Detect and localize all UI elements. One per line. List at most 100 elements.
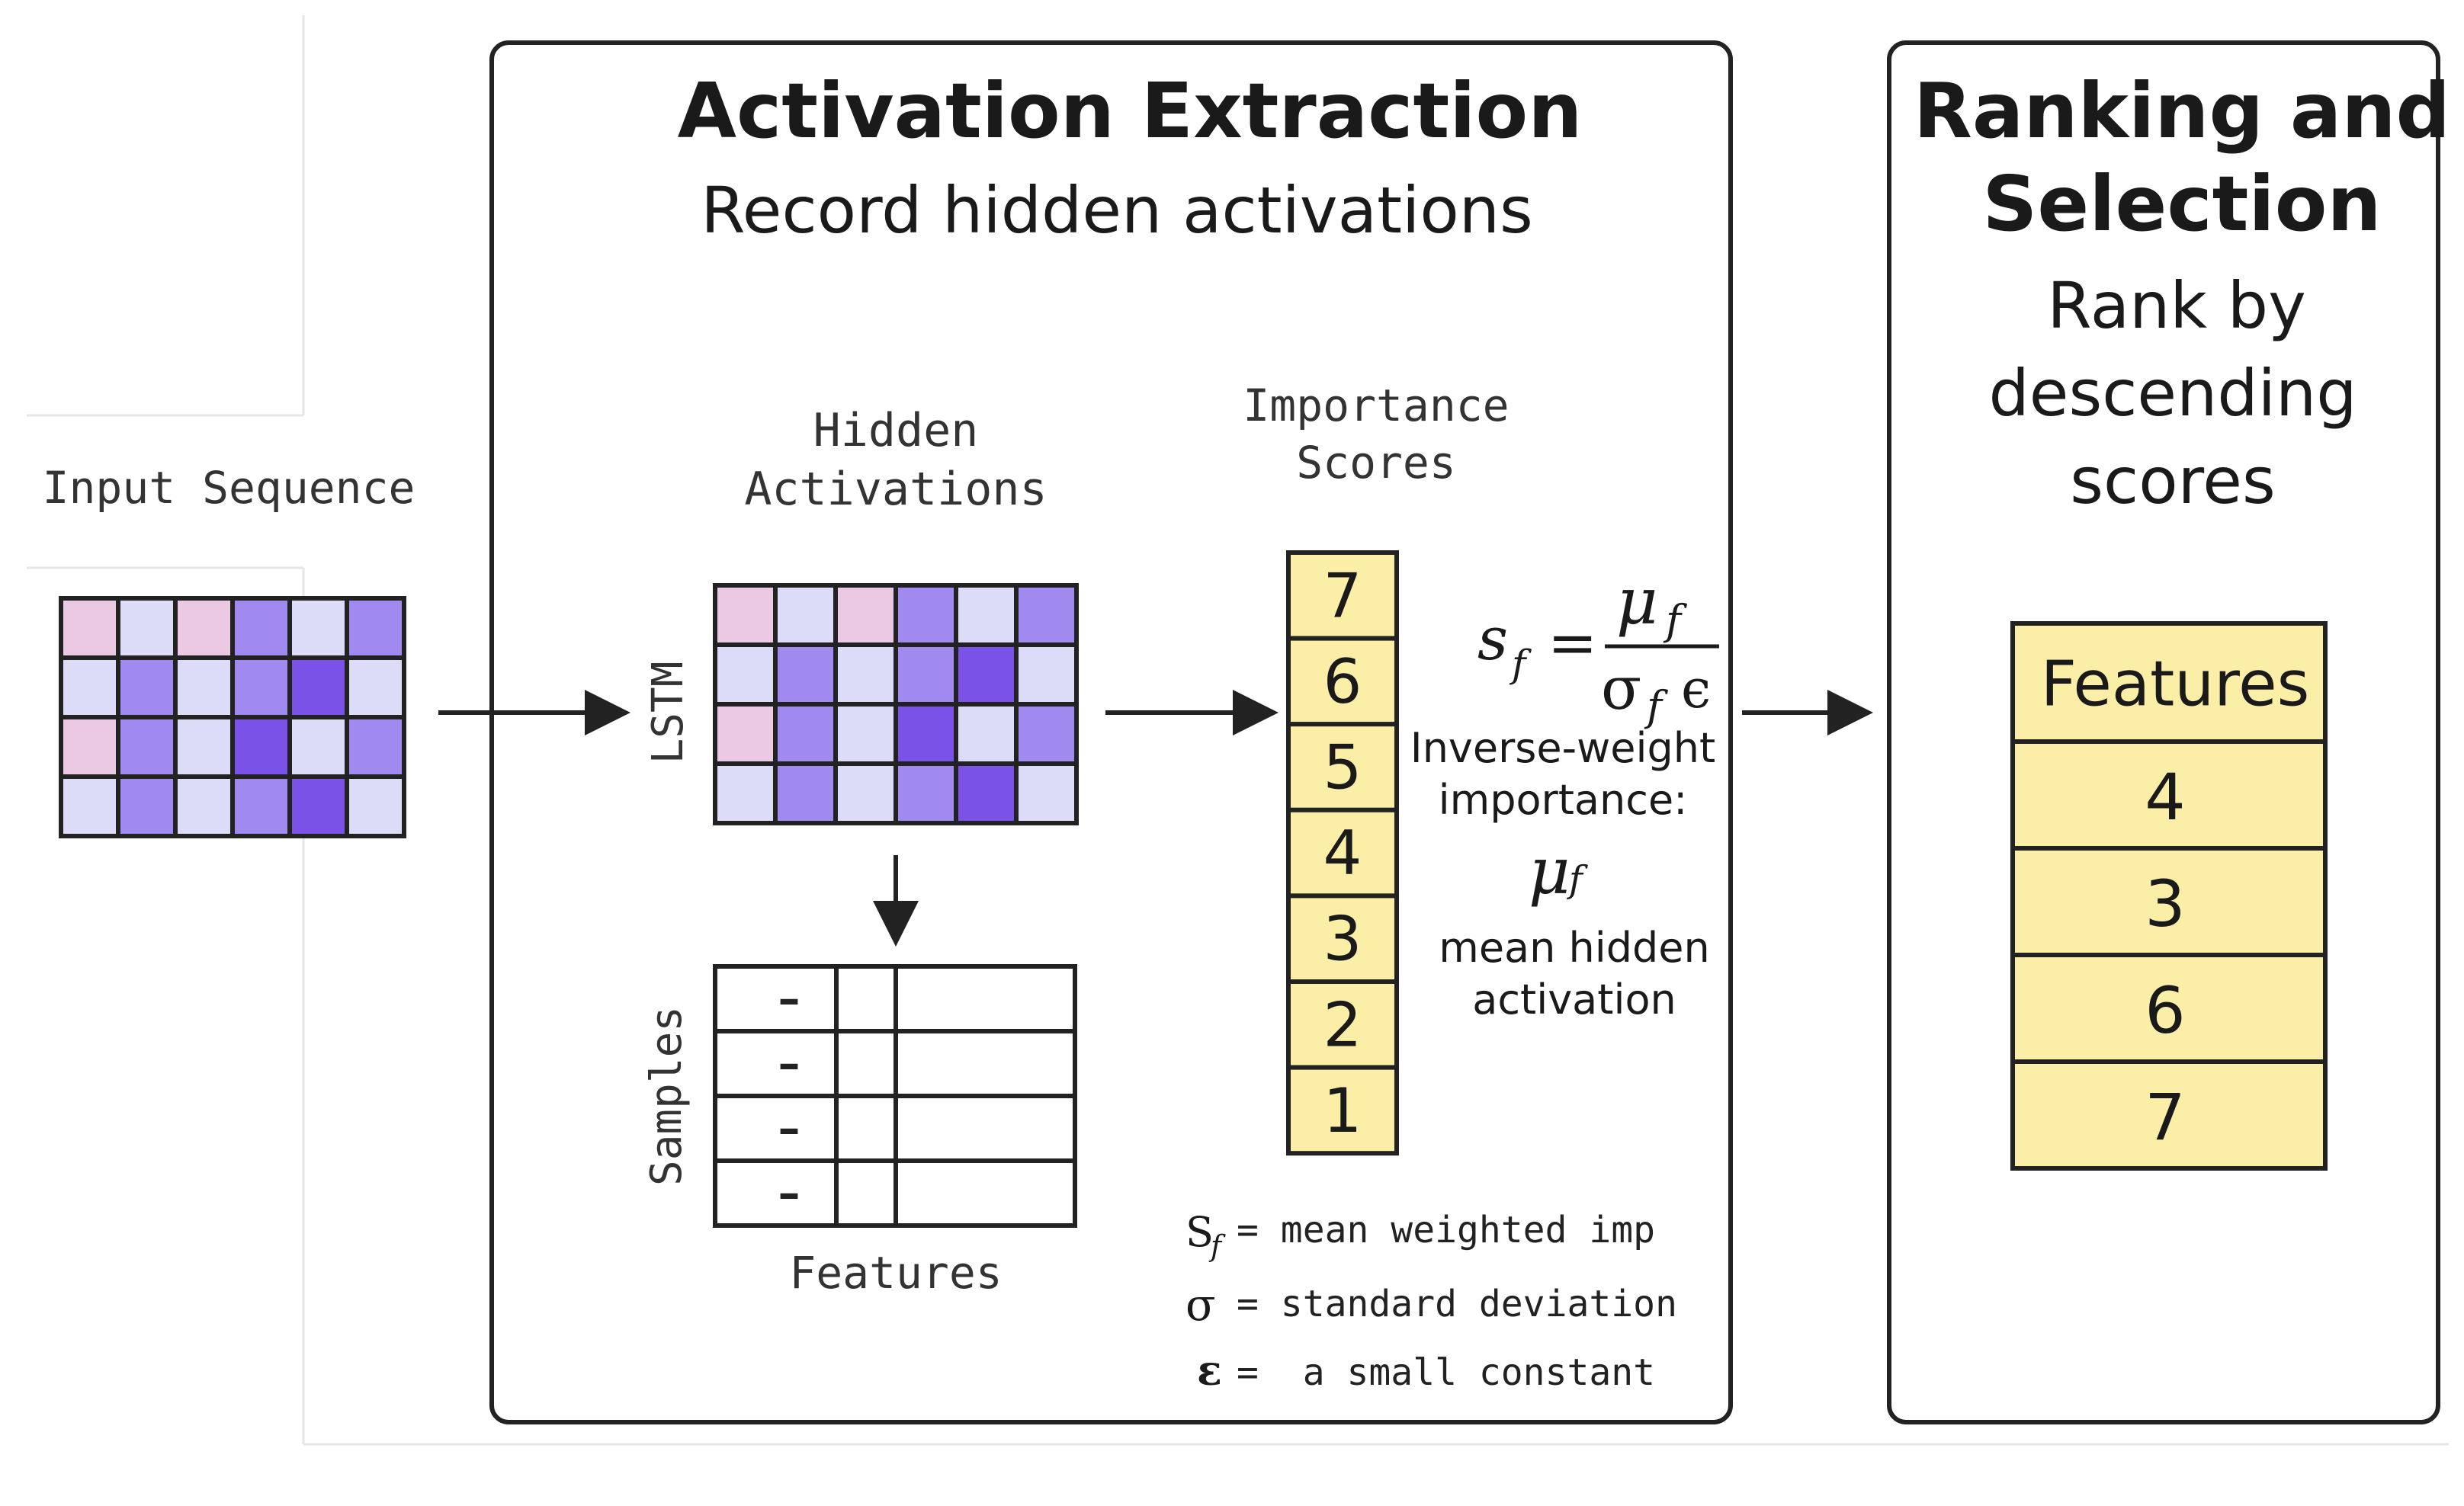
mean-hidden-line2: activation: [1472, 976, 1676, 1024]
hidden-grid-cell: [713, 702, 778, 766]
score-value: 3: [1323, 904, 1362, 975]
ranking-row-cell: [2010, 846, 2328, 957]
input-grid-cell: [345, 596, 406, 660]
score-cell: [1286, 722, 1399, 812]
hidden-grid-cell: [713, 583, 778, 647]
ranking-sub-line1: Rank by: [2047, 268, 2306, 343]
legend-symbol-s: S: [1185, 1208, 1214, 1256]
table-cell-mark: –: [778, 1167, 800, 1219]
hidden-grid-cell: [773, 761, 838, 825]
input-grid-cell: [173, 774, 235, 838]
features-axis-label: Features: [789, 1247, 1002, 1299]
importance-formula: s f = μ f σ f ϵ: [1477, 564, 1719, 730]
hidden-grid-cell: [833, 702, 898, 766]
panel-subtitle: Record hidden activations: [701, 173, 1533, 248]
symbol-legend: S f = mean weighted imp σ = standard dev…: [1185, 1208, 1677, 1395]
table-cell-mark: –: [778, 1102, 800, 1154]
ranking-row-value: 3: [2145, 867, 2185, 941]
input-grid-cell: [345, 655, 406, 719]
hidden-grid-cell: [1014, 642, 1079, 707]
hidden-grid-cell: [894, 761, 958, 825]
legend-symbol-s-sub: f: [1208, 1229, 1226, 1263]
input-sequence-grid: [59, 596, 406, 838]
input-grid-cell: [230, 774, 292, 838]
input-grid-cell: [59, 774, 120, 838]
hidden-grid-cell: [894, 642, 958, 707]
score-cell: [1286, 1065, 1399, 1156]
score-value: 4: [1323, 818, 1362, 889]
input-grid-cell: [230, 596, 292, 660]
input-grid-cell: [287, 596, 349, 660]
hidden-grid-cell: [773, 583, 838, 647]
scores-label-line1: Importance: [1243, 380, 1509, 431]
formula-numerator-sub: f: [1663, 596, 1687, 644]
hidden-activations-grid: [713, 583, 1079, 825]
hidden-grid-cell: [954, 702, 1019, 766]
hidden-grid-cell: [894, 702, 958, 766]
hidden-grid-cell: [1014, 761, 1079, 825]
hidden-label-line2: Activations: [744, 463, 1047, 516]
scores-label-line2: Scores: [1296, 437, 1456, 489]
score-value: 1: [1323, 1075, 1362, 1146]
formula-denominator-sub: f: [1644, 682, 1668, 730]
formula-denominator: σ: [1601, 655, 1641, 723]
ranking-header-label: Features: [2041, 649, 2310, 721]
hidden-grid-cell: [954, 583, 1019, 647]
score-value: 2: [1323, 989, 1362, 1060]
input-grid-cell: [116, 596, 178, 660]
hidden-grid-cell: [773, 642, 838, 707]
formula-lhs-sub: f: [1509, 642, 1532, 686]
mu-symbol: μ: [1529, 834, 1570, 908]
input-grid-cell: [116, 655, 178, 719]
hidden-grid-cell: [833, 642, 898, 707]
formula-lhs: s: [1477, 605, 1508, 674]
input-grid-cell: [116, 715, 178, 779]
panel-title-activation-extraction: Activation Extraction: [678, 66, 1583, 155]
hidden-grid-cell: [894, 583, 958, 647]
input-grid-cell: [173, 715, 235, 779]
score-value: 5: [1323, 732, 1362, 803]
ranking-row-cell: [2010, 739, 2328, 851]
hidden-grid-cell: [1014, 702, 1079, 766]
score-cell: [1286, 807, 1399, 899]
ranking-selection-panel: [1887, 40, 2440, 1424]
inverse-weight-line1: Inverse-weight: [1410, 724, 1715, 772]
input-grid-cell: [287, 774, 349, 838]
formula-epsilon: ϵ: [1681, 658, 1711, 720]
ranking-title-line2: Selection: [1982, 159, 2381, 248]
lstm-label: LSTM: [643, 662, 693, 764]
input-grid-cell: [59, 715, 120, 779]
hidden-grid-cell: [954, 642, 1019, 707]
hidden-grid-cell: [1014, 583, 1079, 647]
input-grid-cell: [287, 655, 349, 719]
ranking-sub-line3: scores: [2070, 444, 2275, 518]
ranking-row-cell: [2010, 1059, 2328, 1171]
ranking-sub-line2: descending: [1988, 356, 2357, 431]
legend-text-sigma: = standard deviation: [1237, 1283, 1677, 1325]
table-cell-mark: –: [778, 1037, 800, 1089]
legend-symbol-sigma: σ: [1185, 1279, 1216, 1331]
formula-numerator: μ: [1616, 564, 1658, 639]
hidden-label-line1: Hidden: [813, 404, 979, 457]
legend-text-epsilon: = a small constant: [1237, 1351, 1655, 1394]
mean-hidden-line1: mean hidden: [1439, 924, 1710, 972]
input-sequence-label: Input Sequence: [43, 462, 415, 514]
input-grid-cell: [59, 655, 120, 719]
ranking-title-line1: Ranking and: [1914, 66, 2450, 155]
input-grid-cell: [173, 596, 235, 660]
inverse-weight-line2: importance:: [1439, 776, 1688, 824]
score-value: 6: [1323, 646, 1362, 717]
input-grid-cell: [287, 715, 349, 779]
formula-equals: =: [1548, 609, 1597, 678]
score-cell: [1286, 550, 1399, 641]
ranking-row-value: 7: [2145, 1080, 2185, 1155]
hidden-grid-cell: [713, 761, 778, 825]
score-value: 7: [1323, 560, 1362, 631]
mu-subscript: f: [1567, 858, 1588, 901]
input-grid-cell: [116, 774, 178, 838]
hidden-grid-cell: [713, 642, 778, 707]
hidden-grid-cell: [954, 761, 1019, 825]
hidden-grid-cell: [773, 702, 838, 766]
legend-text-s: = mean weighted imp: [1237, 1209, 1655, 1251]
